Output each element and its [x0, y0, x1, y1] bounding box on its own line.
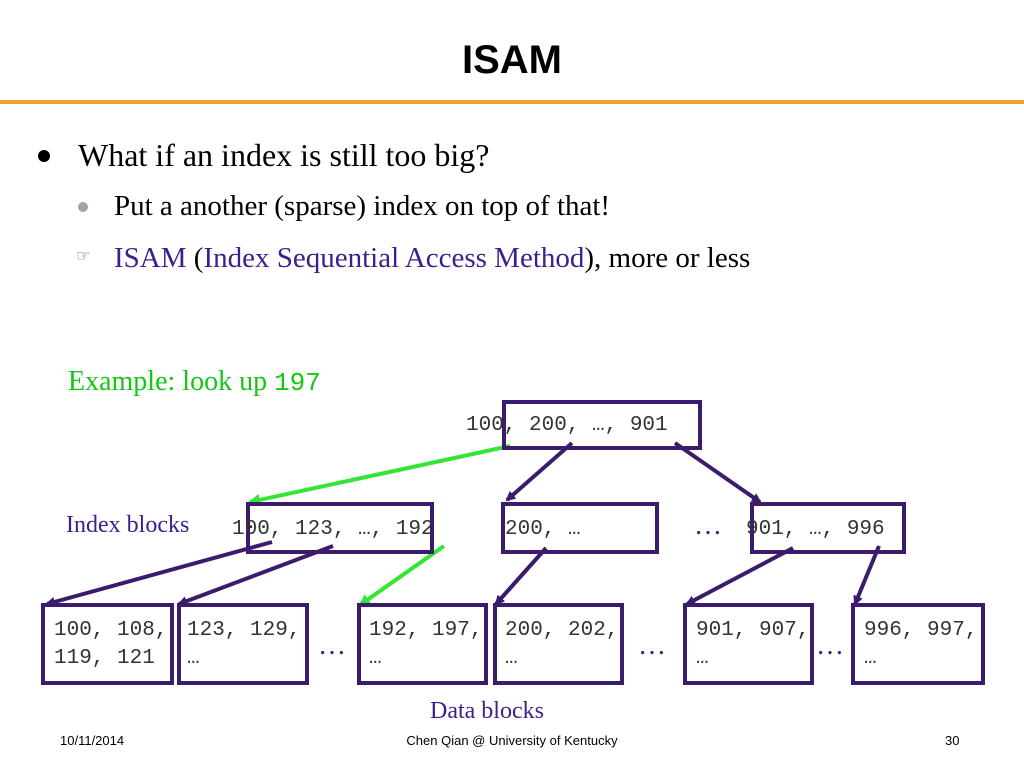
footer-date: 10/11/2014: [60, 733, 125, 748]
root-index-node: [502, 400, 702, 450]
example-label: Example: look up 197: [68, 366, 321, 398]
pointing-hand-icon: ☞: [76, 246, 91, 265]
data-block-5-line1: 901, 907,: [696, 619, 810, 642]
data-block-1-line2: 119, 121: [54, 647, 155, 670]
data-block-4-line1: 200, 202,: [505, 619, 619, 642]
title-underline: [0, 100, 1024, 104]
data-block-3-line2: …: [369, 647, 382, 670]
bullet-dot-icon: [38, 150, 50, 162]
more-or-less: ), more or less: [584, 242, 751, 274]
data-block-6-line1: 996, 997,: [864, 619, 978, 642]
data-ellipsis-1: …: [318, 630, 346, 661]
edge-idx3-to-data5: [685, 546, 794, 606]
example-text: Example: look up: [68, 366, 275, 397]
sub-bullet-dot-icon: [78, 202, 88, 212]
footer-author: Chen Qian @ University of Kentucky: [406, 733, 618, 748]
isam-expansion: Index Sequential Access Method: [203, 242, 585, 274]
data-ellipsis-3: …: [816, 630, 844, 661]
data-block-4: [493, 603, 624, 685]
root-keys: 100, 200, …, 901: [466, 414, 668, 437]
search-path-index: [358, 544, 446, 607]
footer-page-number: 30: [945, 733, 960, 748]
edge-idx2-to-data4: [494, 546, 548, 606]
data-block-1: [41, 603, 174, 685]
data-ellipsis-2: …: [638, 630, 666, 661]
data-block-4-line2: …: [505, 647, 518, 670]
example-key: 197: [274, 368, 321, 398]
edge-idx1-to-data1: [45, 540, 273, 607]
index-block-2-keys: 200, …: [505, 518, 581, 541]
paren-open: (: [186, 242, 204, 274]
index-block-1-keys: 100, 123, …, 192: [232, 518, 434, 541]
isam-term: ISAM: [114, 242, 187, 274]
index-block-3: [750, 502, 906, 554]
data-blocks-label: Data blocks: [430, 698, 544, 724]
data-block-2-line1: 123, 129,: [187, 619, 301, 642]
data-block-5: [683, 603, 814, 685]
bullet-main-text: What if an index is still too big?: [78, 137, 490, 173]
data-block-1-line1: 100, 108,: [54, 619, 168, 642]
index-ellipsis: …: [694, 510, 722, 541]
edge-root-to-mid: [505, 441, 574, 502]
sub-bullet-1-text: Put a another (sparse) index on top of t…: [114, 190, 611, 222]
edge-root-to-right: [673, 441, 762, 504]
index-blocks-label: Index blocks: [66, 512, 190, 538]
sub-bullet-2-text: ISAM (Index Sequential Access Method), m…: [114, 242, 750, 275]
data-block-2-line2: …: [187, 647, 200, 670]
data-block-5-line2: …: [696, 647, 709, 670]
edge-idx3-to-data6: [853, 545, 881, 606]
index-block-3-keys: 901, …, 996: [746, 518, 885, 541]
data-block-3-line1: 192, 197,: [369, 619, 483, 642]
slide-title: ISAM: [462, 38, 562, 82]
data-block-3: [357, 603, 488, 685]
search-path-root: [248, 444, 511, 506]
edge-idx1-to-data2: [177, 544, 334, 606]
data-block-2: [177, 603, 309, 685]
data-block-6: [851, 603, 985, 685]
data-block-6-line2: …: [864, 647, 877, 670]
index-block-2: [501, 502, 659, 554]
index-block-1: [246, 502, 434, 554]
